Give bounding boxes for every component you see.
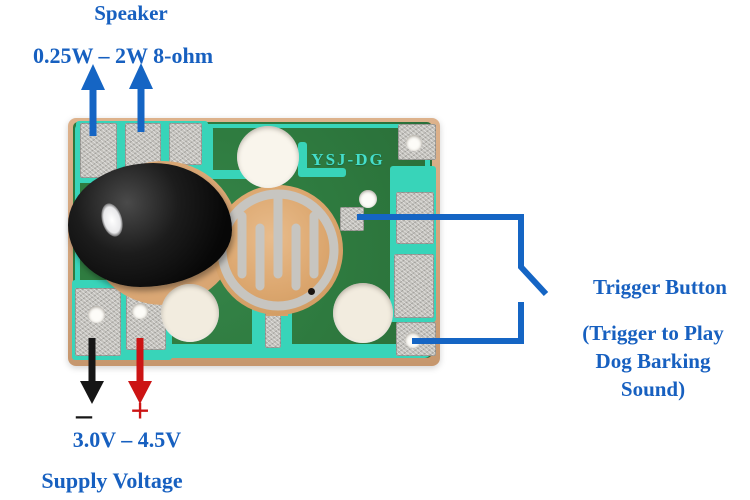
trigger-note-line-1: (Trigger to Play xyxy=(582,321,724,345)
mounting-hole-bottom-left xyxy=(161,284,219,342)
silkscreen-text: YSJ-DG xyxy=(311,150,385,169)
smd-component-dot xyxy=(308,288,315,295)
positive-polarity-sign: + xyxy=(130,393,150,430)
supply-voltage-title: Supply Voltage xyxy=(41,468,183,493)
right-pad-1 xyxy=(396,192,434,244)
trigger-bottom-stripe xyxy=(265,308,281,348)
battery-hole-negative xyxy=(88,306,105,323)
right-pad-2 xyxy=(394,254,434,318)
speaker-spec-label: 0.25W – 2W 8-ohm xyxy=(32,43,214,68)
pcb-board: YSJ-DG xyxy=(68,118,440,366)
trigger-note: (Trigger to Play Dog Barking Sound) xyxy=(553,319,750,403)
chip-blob xyxy=(68,163,232,287)
mounting-hole-top xyxy=(237,126,299,188)
negative-polarity-sign: – xyxy=(76,396,92,432)
trigger-note-line-2: Dog Barking xyxy=(595,349,711,373)
speaker-pad-1 xyxy=(80,123,117,178)
trigger-contact-pad xyxy=(212,184,344,316)
trigger-note-line-3: Sound) xyxy=(620,377,686,401)
trace-top-mid-horizontal xyxy=(298,168,346,177)
corner-hole-bottom-right xyxy=(405,332,421,348)
battery-hole-positive xyxy=(132,303,148,319)
trace-top-mid-vertical xyxy=(298,142,307,176)
mounting-hole-bottom-right xyxy=(333,283,393,343)
speaker-pad-3 xyxy=(169,123,202,165)
trigger-via-hole xyxy=(359,190,377,208)
corner-hole-top-right xyxy=(406,135,422,151)
supply-voltage-range: 3.0V – 4.5V xyxy=(72,427,182,452)
trigger-pad-fingers xyxy=(237,191,319,291)
trigger-button-title: Trigger Button xyxy=(593,275,727,299)
speaker-title: Speaker xyxy=(94,1,168,25)
trace-top-left-vertical xyxy=(204,126,213,178)
trigger-contact-graphic xyxy=(213,185,343,316)
blob-highlight xyxy=(97,200,127,240)
trace-top-left-horizontal xyxy=(204,170,262,179)
